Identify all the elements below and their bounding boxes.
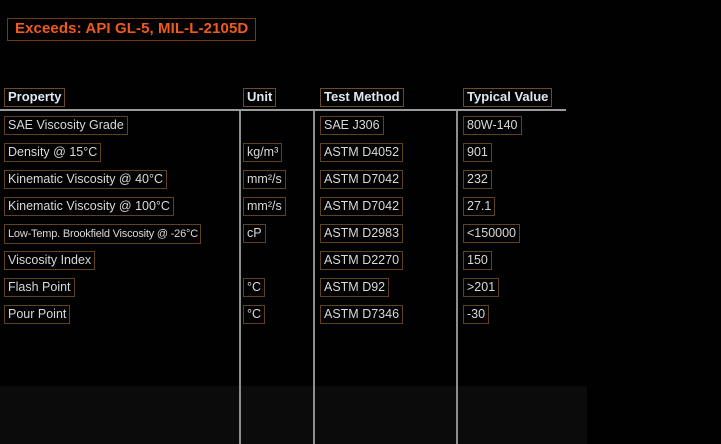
cell-test-method: ASTM D2983 xyxy=(320,224,404,243)
cell-unit: mm²/s xyxy=(243,170,286,189)
cell-unit: °C xyxy=(243,305,266,324)
cell-property: Viscosity Index xyxy=(4,251,96,270)
cell-test-method: SAE J306 xyxy=(320,116,384,135)
cell-typical-value: -30 xyxy=(463,305,490,324)
cell-test-method: ASTM D4052 xyxy=(320,143,404,162)
cell-unit: kg/m³ xyxy=(243,143,283,162)
cell-typical-value: >201 xyxy=(463,278,500,297)
cell-typical-value: 27.1 xyxy=(463,197,496,216)
cell-typical-value: 150 xyxy=(463,251,492,270)
column-header-unit: Unit xyxy=(243,88,277,107)
column-divider-1 xyxy=(239,111,241,444)
cell-typical-value: 901 xyxy=(463,143,492,162)
cell-typical-value: <150000 xyxy=(463,224,521,243)
cell-property: Density @ 15°C xyxy=(4,143,102,162)
cell-test-method: ASTM D92 xyxy=(320,278,390,297)
cell-typical-value: 232 xyxy=(463,170,492,189)
bottom-panel xyxy=(0,386,587,444)
column-header-property: Property xyxy=(4,88,66,107)
header-divider-rule xyxy=(0,109,566,111)
cell-test-method: ASTM D7042 xyxy=(320,197,404,216)
column-divider-3 xyxy=(456,111,458,444)
cell-property: Kinematic Viscosity @ 100°C xyxy=(4,197,174,216)
spec-compliance-badge: Exceeds: API GL-5, MIL-L-2105D xyxy=(7,18,257,41)
cell-test-method: ASTM D7346 xyxy=(320,305,404,324)
cell-property: Pour Point xyxy=(4,305,71,324)
cell-unit: °C xyxy=(243,278,266,297)
cell-property: Kinematic Viscosity @ 40°C xyxy=(4,170,168,189)
cell-test-method: ASTM D7042 xyxy=(320,170,404,189)
cell-property: Low-Temp. Brookfield Viscosity @ -26°C xyxy=(4,224,201,244)
cell-typical-value: 80W-140 xyxy=(463,116,522,135)
cell-unit: mm²/s xyxy=(243,197,286,216)
column-header-typical-value: Typical Value xyxy=(463,88,553,107)
cell-unit: cP xyxy=(243,224,266,243)
cell-property: SAE Viscosity Grade xyxy=(4,116,128,135)
cell-property: Flash Point xyxy=(4,278,75,297)
column-divider-2 xyxy=(313,111,315,444)
column-header-test-method: Test Method xyxy=(320,88,404,107)
cell-test-method: ASTM D2270 xyxy=(320,251,404,270)
